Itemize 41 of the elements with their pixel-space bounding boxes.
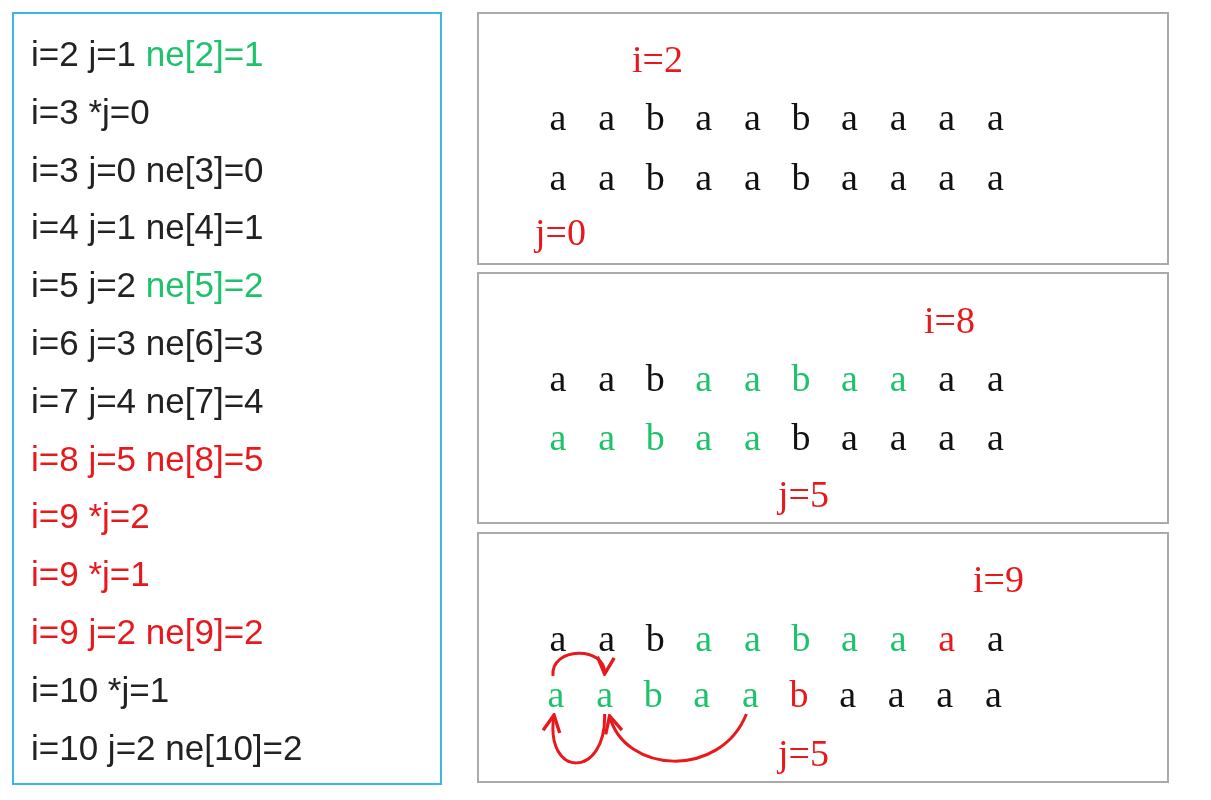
pointer-label: j=5 [778,733,829,773]
pointer-label: i=8 [924,300,975,340]
letter-row-text: a a b a a b a a a a [548,358,1005,398]
pointer-label: j=5 [778,474,829,514]
string-panel [477,532,1169,783]
trace-panel [12,12,442,785]
letter: a [832,676,863,712]
letter-row-text: a a b a a b a a a a [548,157,1005,197]
trace-line: i=3 *j=0 [31,91,150,132]
letter: a [978,676,1009,712]
letter: a [929,676,960,712]
curved-arrow [606,713,748,763]
letter: a [735,676,766,712]
pointer-label: i=9 [973,559,1024,599]
pointer-label: i=2 [632,39,683,79]
trace-line: i=6 j=3 ne[6]=3 [31,323,264,363]
trace-line: i=5 j=2 ne[5]=2 [31,265,264,306]
letter: a [589,676,620,712]
letter: a [881,676,912,712]
trace-line: i=2 j=1 ne[2]=1 [31,34,264,74]
string-panel [477,12,1169,265]
letter: b [638,676,669,712]
trace-line: i=9 *j=2 [31,496,150,537]
trace-line: i=8 j=5 ne[8]=5 [31,438,264,479]
letter: a [686,676,717,712]
trace-line: i=10 *j=1 [31,669,170,710]
letter: b [784,676,814,712]
trace-line: i=10 j=2 ne[10]=2 [31,727,303,768]
trace-line: i=9 j=2 ne[9]=2 [31,612,264,652]
curved-arrow [551,651,613,677]
string-panel [477,272,1169,524]
trace-line: i=4 j=1 ne[4]=1 [31,207,264,248]
curved-arrow [542,713,607,765]
letter-row-text: a a b a a b a a a a [548,97,1005,137]
letter: a [541,676,571,712]
trace-line: i=3 j=0 ne[3]=0 [31,149,264,190]
trace-line: i=9 *j=1 [31,554,150,595]
letter-row-text: a a b a a b a a a a [548,417,1005,457]
trace-line: i=7 j=4 ne[7]=4 [31,380,264,421]
pointer-label: j=0 [535,212,586,252]
letter-row-text: a a b a a b a a a a [548,618,1005,658]
